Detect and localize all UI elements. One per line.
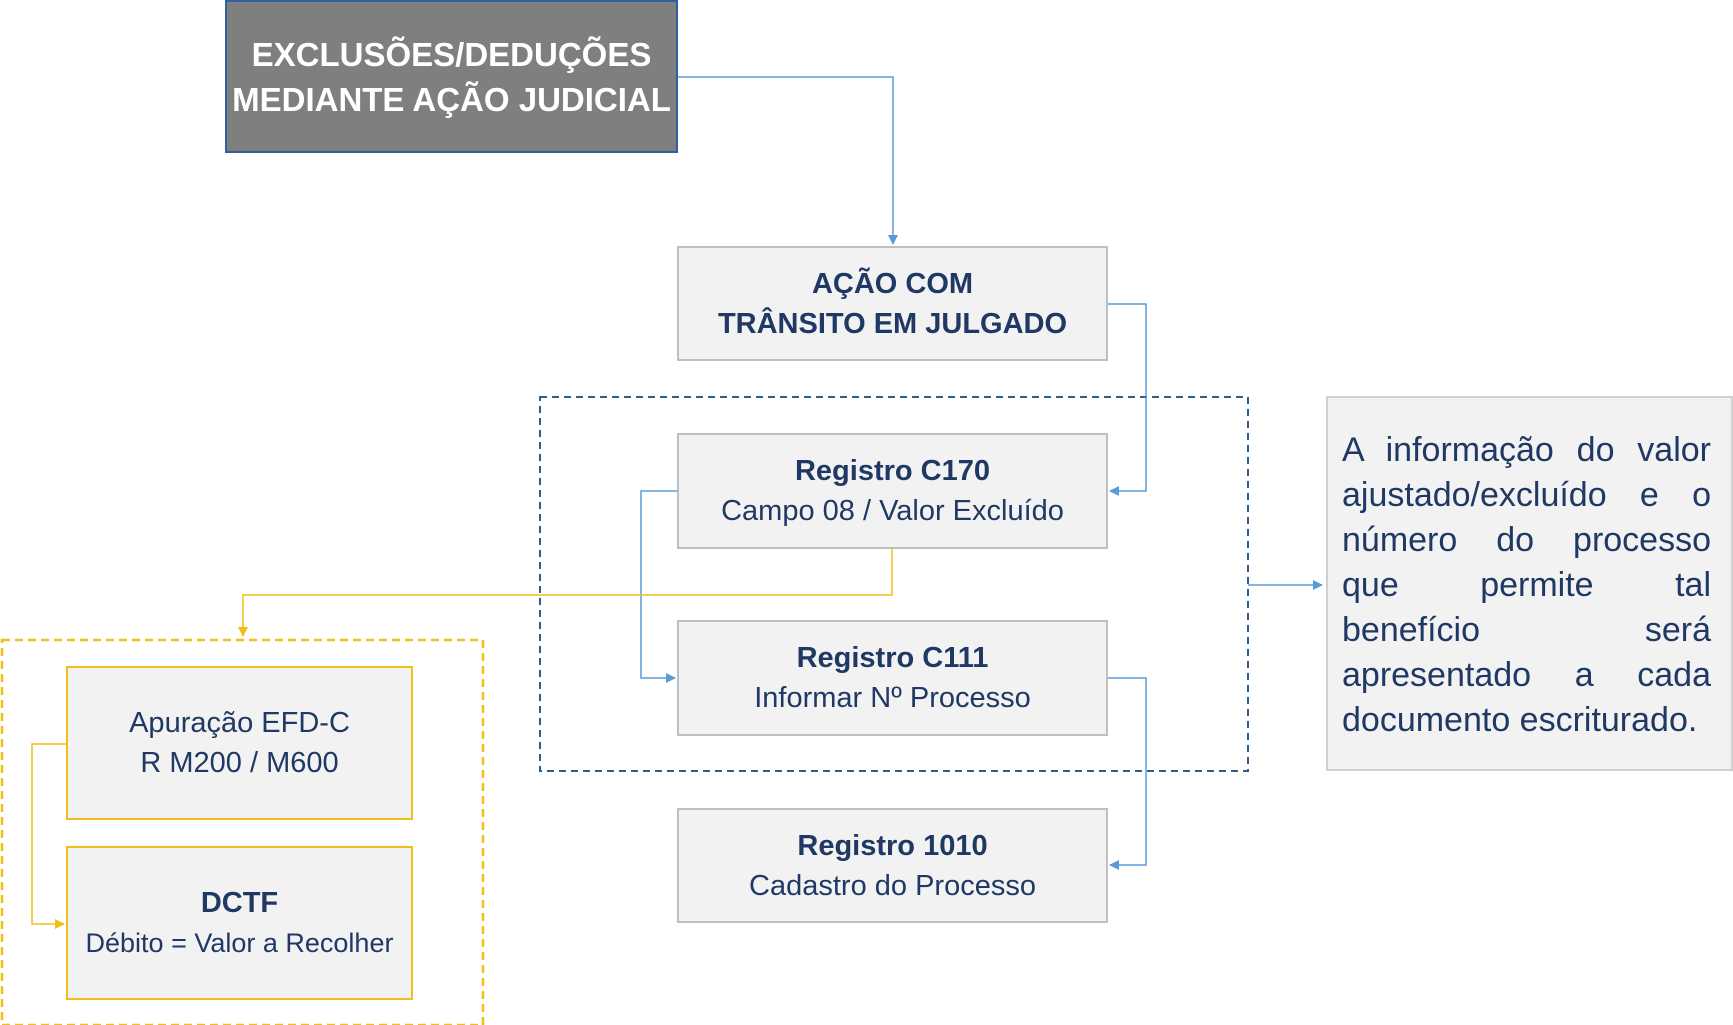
c111-title: Registro C111 <box>796 642 989 674</box>
registro-c170-box: Registro C170 Campo 08 / Valor Excluído <box>677 433 1108 549</box>
connector-c170-to-c111 <box>640 490 677 683</box>
acao-line1: AÇÃO COM <box>811 267 974 300</box>
apuracao-line2: R M200 / M600 <box>140 747 339 779</box>
exclusoes-line1: EXCLUSÕES/DEDUÇÕES <box>251 35 652 73</box>
exclusoes-deducoes-box: EXCLUSÕES/DEDUÇÕES MEDIANTE AÇÃO JUDICIA… <box>225 0 678 153</box>
dctf-box: DCTF Débito = Valor a Recolher <box>66 846 413 1000</box>
connector-c111-to-1010 <box>1108 677 1147 870</box>
dctf-title: DCTF <box>200 887 279 919</box>
connector-acao-to-c170 <box>1108 303 1147 496</box>
c111-subtitle: Informar Nº Processo <box>754 682 1031 714</box>
dctf-subtitle: Débito = Valor a Recolher <box>85 928 394 958</box>
r1010-subtitle: Cadastro do Processo <box>749 869 1036 902</box>
connector-apuracao-to-dctf <box>31 743 68 929</box>
note-box: A informação do valor ajustado/excluído … <box>1326 396 1733 771</box>
apuracao-line1: Apuração EFD-C <box>129 707 350 739</box>
registro-c111-box: Registro C111 Informar Nº Processo <box>677 620 1108 736</box>
exclusoes-line2: MEDIANTE AÇÃO JUDICIAL <box>232 80 671 118</box>
acao-line2: TRÂNSITO EM JULGADO <box>717 307 1068 340</box>
c170-title: Registro C170 <box>794 455 990 487</box>
r1010-title: Registro 1010 <box>797 829 988 862</box>
registro-1010-box: Registro 1010 Cadastro do Processo <box>677 808 1108 923</box>
connector-top-to-acao <box>678 76 898 245</box>
apuracao-efd-box: Apuração EFD-C R M200 / M600 <box>66 666 413 820</box>
c170-subtitle: Campo 08 / Valor Excluído <box>721 495 1064 527</box>
acao-transito-box: AÇÃO COM TRÂNSITO EM JULGADO <box>677 246 1108 361</box>
